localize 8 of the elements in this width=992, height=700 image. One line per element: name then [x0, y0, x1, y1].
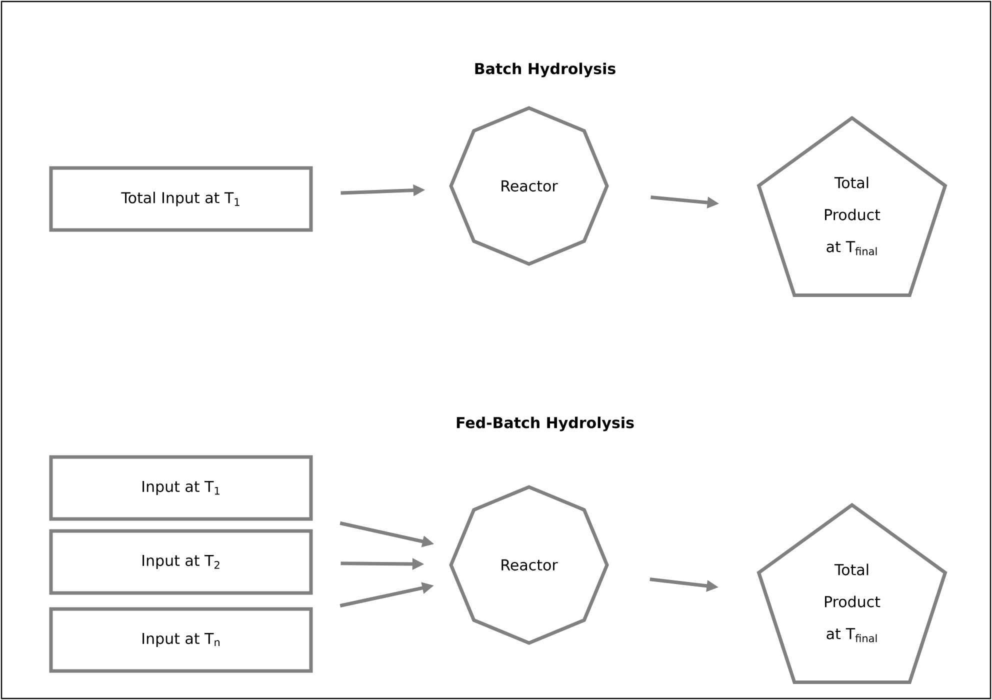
reactor-octagon: Reactor: [449, 106, 609, 266]
input-box: Input at T$_{2}$: [49, 529, 313, 595]
reactor-octagon: Reactor: [449, 485, 609, 645]
input-box: Input at T$_{1}$: [49, 455, 313, 521]
section-heading: Fed-Batch Hydrolysis: [456, 416, 634, 432]
input-box: Total Input at T$_{1}$: [49, 166, 313, 232]
section-heading: Batch Hydrolysis: [475, 62, 616, 78]
input-box: Input at T$_{n}$: [49, 607, 313, 673]
